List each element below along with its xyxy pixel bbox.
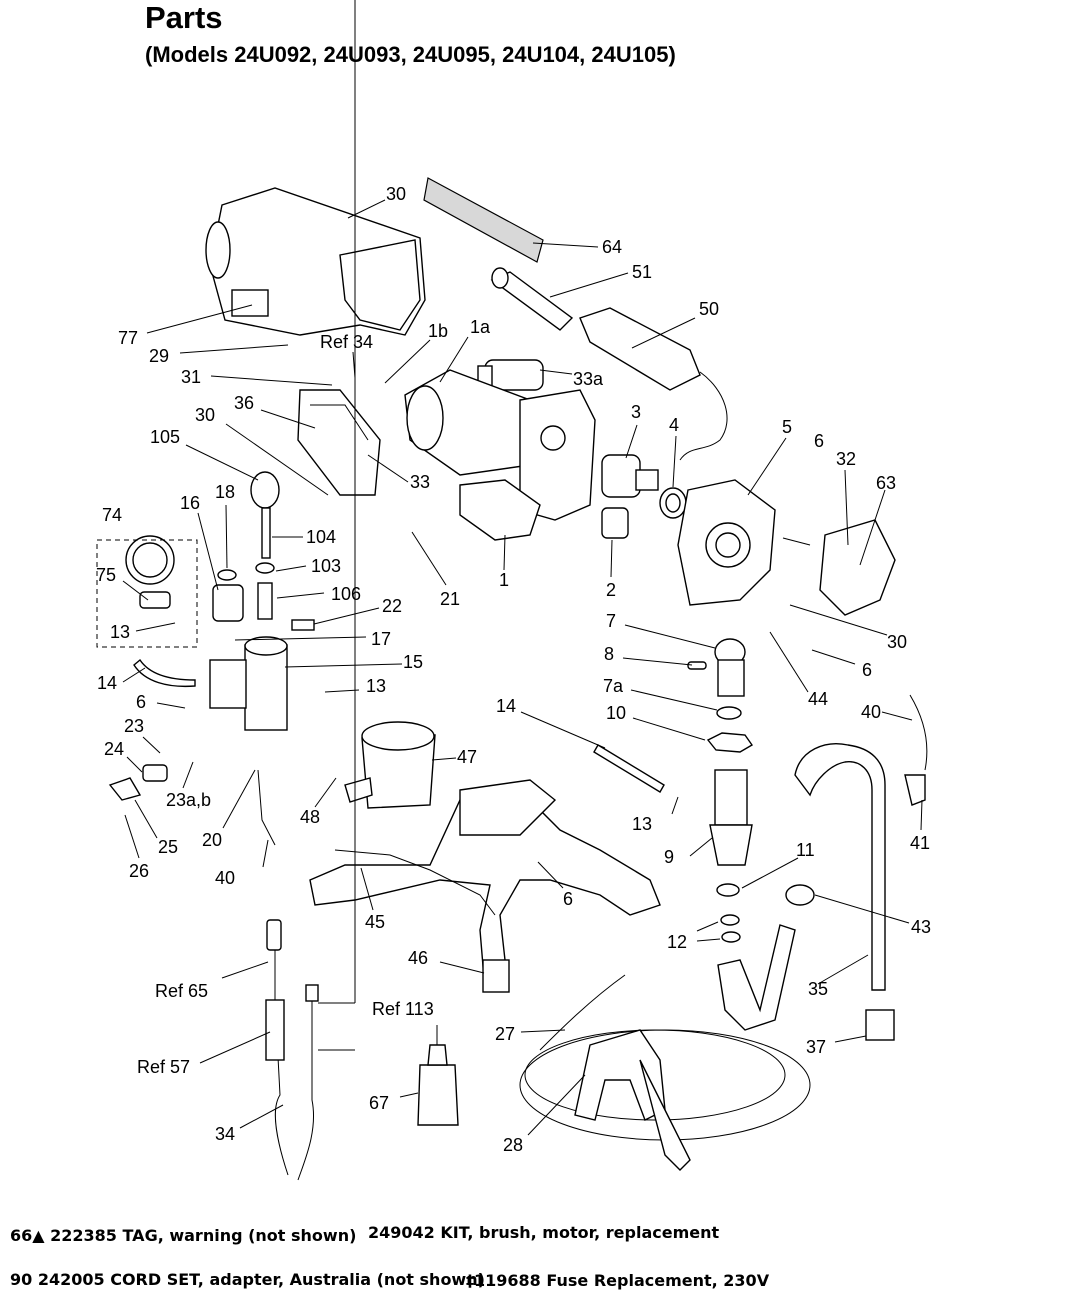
callout-27: 27: [495, 1024, 515, 1044]
callout-18: 18: [215, 482, 235, 502]
callout-labels: 30 64 51 50 77 29 Ref 34 1b 1a 33a 31 36…: [96, 184, 931, 1155]
callout-29: 29: [149, 346, 169, 366]
callout-7a: 7a: [603, 676, 624, 696]
callout-40: 40: [861, 702, 881, 722]
callout-1b: 1b: [428, 321, 448, 341]
callout-21: 21: [440, 589, 460, 609]
callout-45: 45: [365, 912, 385, 932]
callout-2: 2: [606, 580, 616, 600]
callout-17: 17: [371, 629, 391, 649]
callout-30-c: 30: [887, 632, 907, 652]
callout-6: 6: [814, 431, 824, 451]
callout-24: 24: [104, 739, 124, 759]
callout-74: 74: [102, 505, 122, 525]
callout-103: 103: [311, 556, 341, 576]
callout-31: 31: [181, 367, 201, 387]
callout-15: 15: [403, 652, 423, 672]
callout-46: 46: [408, 948, 428, 968]
callout-105: 105: [150, 427, 180, 447]
callout-33: 33: [410, 472, 430, 492]
callout-48: 48: [300, 807, 320, 827]
callout-23ab: 23a,b: [166, 790, 211, 810]
note-warning-tag: 66▲ 222385 TAG, warning (not shown): [10, 1226, 357, 1245]
callout-16: 16: [180, 493, 200, 513]
callout-6-b: 6: [862, 660, 872, 680]
callout-ref-65: Ref 65: [155, 981, 208, 1001]
callout-64: 64: [602, 237, 622, 257]
callout-44: 44: [808, 689, 828, 709]
callout-6-d: 6: [563, 889, 573, 909]
callout-ref-113: Ref 113: [372, 999, 434, 1019]
callout-7: 7: [606, 611, 616, 631]
note-fuse-replacement: ‡119688 Fuse Replacement, 230V: [466, 1271, 770, 1290]
page-subtitle: (Models 24U092, 24U093, 24U095, 24U104, …: [145, 42, 676, 67]
callout-30: 30: [386, 184, 406, 204]
callout-6-c: 6: [136, 692, 146, 712]
callout-5: 5: [782, 417, 792, 437]
callout-11: 11: [796, 840, 815, 860]
callout-ref-34: Ref 34: [320, 332, 373, 352]
callout-10: 10: [606, 703, 626, 723]
callout-26: 26: [129, 861, 149, 881]
callout-77: 77: [118, 328, 138, 348]
callout-47: 47: [457, 747, 477, 767]
callout-4: 4: [669, 415, 679, 435]
callout-43: 43: [911, 917, 931, 937]
leader-lines: [122, 0, 923, 1136]
callout-41: 41: [910, 833, 930, 853]
callout-63: 63: [876, 473, 896, 493]
page-title: Parts: [145, 0, 223, 35]
callout-75: 75: [96, 565, 116, 585]
callout-106: 106: [331, 584, 361, 604]
callout-20: 20: [202, 830, 222, 850]
callout-67: 67: [369, 1093, 389, 1113]
callout-ref-57: Ref 57: [137, 1057, 190, 1077]
callout-23: 23: [124, 716, 144, 736]
callout-3: 3: [631, 402, 641, 422]
callout-33a: 33a: [573, 369, 604, 389]
callout-104: 104: [306, 527, 336, 547]
callout-30-b: 30: [195, 405, 215, 425]
callout-8: 8: [604, 644, 614, 664]
callout-13-b: 13: [366, 676, 386, 696]
callout-1a: 1a: [470, 317, 491, 337]
callout-40-b: 40: [215, 868, 235, 888]
callout-34: 34: [215, 1124, 235, 1144]
callout-35: 35: [808, 979, 828, 999]
callout-37: 37: [806, 1037, 826, 1057]
callout-12: 12: [667, 932, 687, 952]
note-brush-kit: 249042 KIT, brush, motor, replacement: [368, 1223, 720, 1242]
callout-50: 50: [699, 299, 719, 319]
callout-13: 13: [110, 622, 130, 642]
callout-25: 25: [158, 837, 178, 857]
callout-51: 51: [632, 262, 652, 282]
callout-13-c: 13: [632, 814, 652, 834]
callout-32: 32: [836, 449, 856, 469]
callout-22: 22: [382, 596, 402, 616]
parts-artwork: [96, 177, 928, 1181]
note-cord-set: 90 242005 CORD SET, adapter, Australia (…: [10, 1270, 485, 1289]
callout-36: 36: [234, 393, 254, 413]
callout-14-b: 14: [496, 696, 516, 716]
callout-14: 14: [97, 673, 117, 693]
callout-9: 9: [664, 847, 674, 867]
callout-28: 28: [503, 1135, 523, 1155]
callout-1: 1: [499, 570, 509, 590]
